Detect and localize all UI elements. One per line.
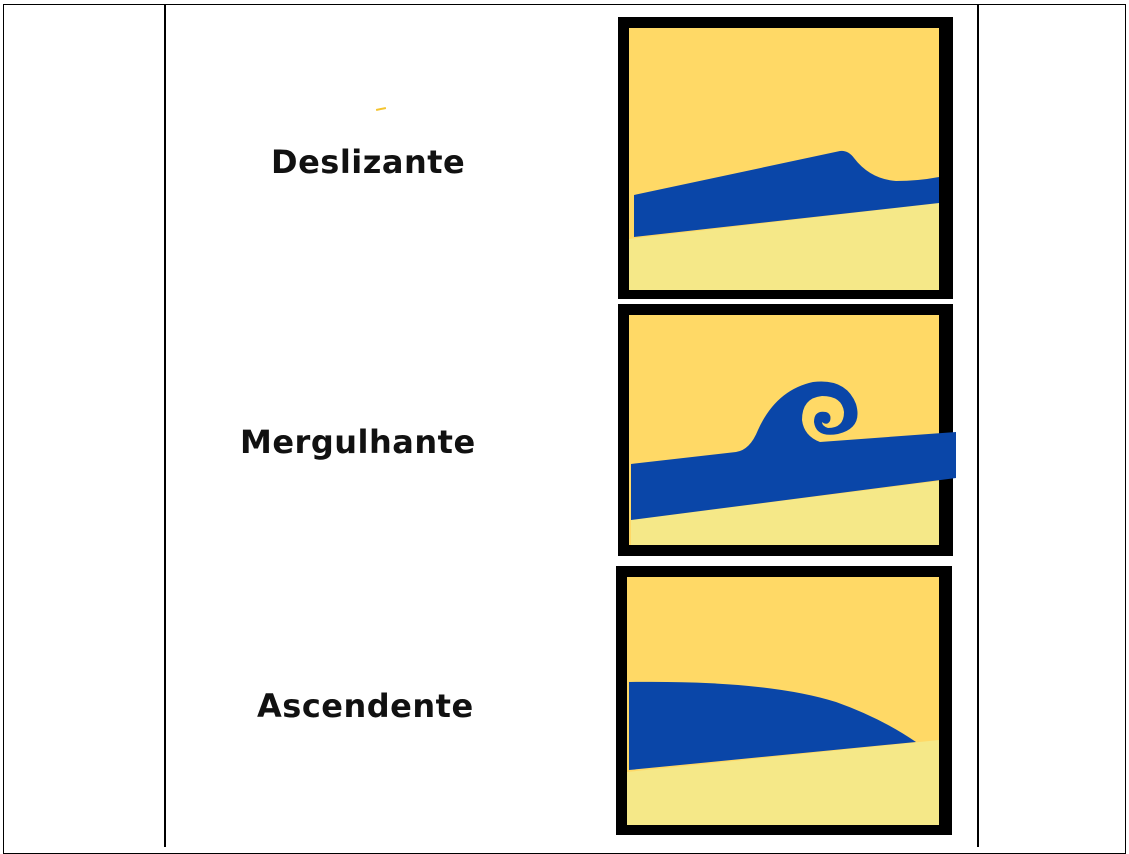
surging-wave-icon — [616, 566, 952, 835]
label-surging: Ascendente — [257, 687, 474, 725]
plunging-wave-icon — [618, 304, 956, 556]
label-spilling: Deslizante — [271, 143, 466, 181]
panel-surging — [616, 566, 952, 835]
panel-spilling — [618, 17, 953, 299]
panel-plunging — [618, 304, 956, 556]
column-divider-right — [977, 4, 979, 847]
table-frame — [3, 4, 1126, 854]
label-plunging: Mergulhante — [240, 423, 476, 461]
column-divider-left — [164, 4, 166, 847]
spilling-wave-icon — [618, 17, 953, 299]
